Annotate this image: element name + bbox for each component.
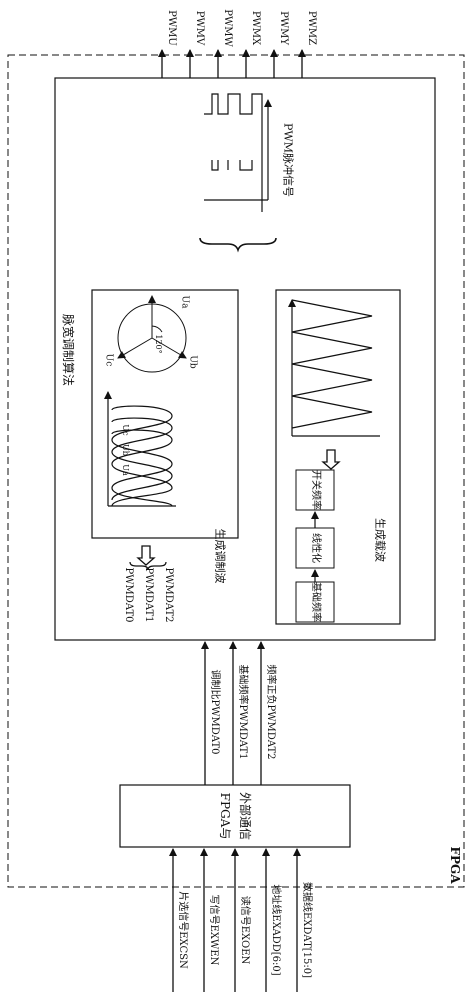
- bus-arrows: [201, 641, 265, 785]
- algorithm-box: [54, 77, 436, 641]
- carrier-title: 生成载波: [373, 518, 387, 562]
- modulation-box: [91, 289, 239, 539]
- hollow-arrow-icons: [136, 449, 341, 566]
- pwmdat-brace-icon: [129, 561, 167, 571]
- reg-pwmdat0: PWMDAT0: [123, 567, 134, 623]
- pwm-pulse-label: PWM脉冲信号: [281, 123, 295, 197]
- comm-line-1: FPGA与: [218, 792, 232, 840]
- output-label-pwmu: PWMU: [166, 10, 177, 46]
- carrier-triangle-wave: [288, 299, 380, 437]
- input-label-exwen: 写信号EXWEN: [208, 894, 219, 966]
- modulation-title: 生成调制波: [213, 528, 227, 584]
- reg-pwmdat1: PWMDAT1: [143, 567, 154, 623]
- block-linearization: 线性化: [310, 533, 321, 563]
- brace-icon: [199, 237, 277, 253]
- output-label-pwmx: PWMX: [250, 10, 261, 46]
- input-label-excsn: 片选信号EXCSN: [177, 891, 188, 969]
- bus-label-pwmdat0: 调制比PWMDAT0: [209, 669, 220, 755]
- sine-label-ub: Ub: [121, 444, 130, 456]
- sine-label-uc: Uc: [121, 424, 130, 436]
- carrier-blocks: [295, 469, 335, 623]
- algorithm-title: 脉宽调制算法: [61, 313, 75, 387]
- output-label-pwmy: PWMY: [278, 11, 289, 45]
- sine-label-ua: Ua: [121, 464, 130, 476]
- fpga-boundary: [7, 54, 465, 888]
- block-base-frequency: 基础频率: [310, 582, 321, 622]
- phasor-label-ua: Ua: [179, 295, 190, 309]
- fpga-label: FPGA: [448, 846, 462, 884]
- pwm-pulse-train: [204, 93, 272, 212]
- output-label-pwmv: PWMV: [194, 10, 205, 46]
- phasor-label-ub: Ub: [187, 355, 198, 369]
- comm-line-2: 外部通信: [238, 791, 252, 841]
- input-label-exoen: 读信号EXOEN: [239, 895, 250, 965]
- block-switch-frequency: 开关频率: [310, 470, 321, 510]
- bus-label-pwmdat2: 频率正负PWMDAT2: [265, 664, 276, 760]
- bus-label-pwmdat1: 基础频率PWMDAT1: [237, 664, 248, 760]
- output-label-pwmz: PWMZ: [306, 10, 317, 46]
- phasor-label-uc: Uc: [103, 353, 114, 367]
- phasor-diagram: [117, 295, 187, 373]
- input-label-exadd: 地址线EXADD[6:0]: [270, 884, 281, 976]
- input-label-exdat: 数据线EXDAT[15:0]: [301, 881, 312, 979]
- comm-block: [119, 784, 351, 848]
- output-label-pwmw: PWMW: [222, 9, 233, 47]
- input-arrows: [169, 848, 301, 992]
- modulation-sine-waves: [104, 391, 176, 507]
- carrier-box: [275, 289, 401, 625]
- reg-pwmdat2: PWMDAT2: [163, 567, 174, 623]
- phasor-angle: 120°: [154, 334, 163, 354]
